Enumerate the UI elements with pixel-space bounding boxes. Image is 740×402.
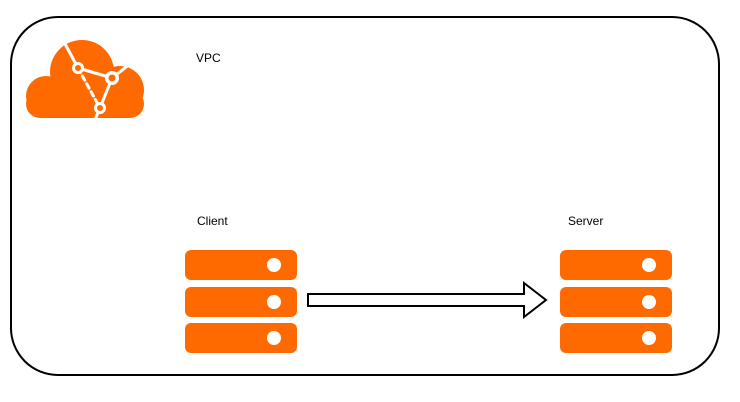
server-unit: [560, 287, 672, 317]
status-light: [642, 258, 656, 272]
vpc-boundary: [10, 16, 720, 376]
status-light: [642, 295, 656, 309]
status-light: [642, 331, 656, 345]
server-unit: [185, 323, 297, 353]
server-unit: [185, 287, 297, 317]
server-icon: [560, 250, 672, 356]
server-unit: [185, 250, 297, 280]
status-light: [267, 295, 281, 309]
server-label: Server: [568, 214, 604, 228]
server-unit: [560, 250, 672, 280]
server-unit: [560, 323, 672, 353]
status-light: [267, 331, 281, 345]
status-light: [267, 258, 281, 272]
right-arrow-icon: [307, 280, 548, 320]
cloud-network-icon: [26, 40, 144, 122]
vpc-label: VPC: [196, 51, 221, 65]
client-server-icon: [185, 250, 297, 356]
client-label: Client: [197, 214, 228, 228]
